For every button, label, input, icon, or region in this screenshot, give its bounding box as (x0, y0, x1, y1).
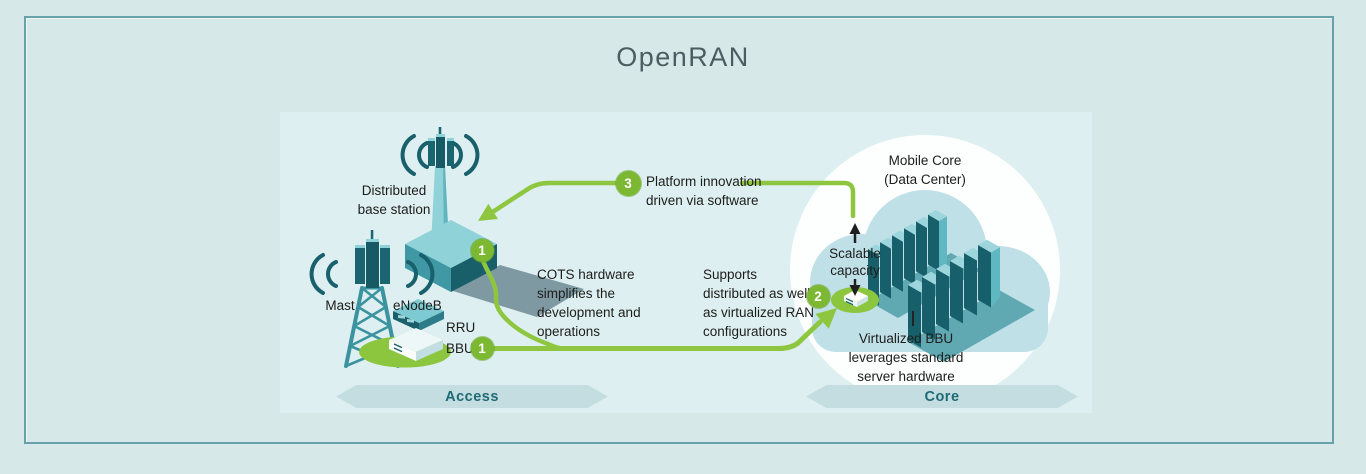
rru-label: RRU (446, 320, 476, 335)
virtual-bbu-icon (844, 290, 868, 307)
mobile-core-title: Mobile Core (888, 153, 962, 168)
mobile-core-label: Mobile Core (Data Center) (850, 151, 1000, 189)
badge-1-bbu: 1 (470, 336, 494, 360)
mast-label: Mast (325, 298, 355, 313)
callout-2-line2: distributed as well (703, 286, 811, 301)
radio-waves-left-icon (309, 253, 338, 295)
core-banner: Core (806, 385, 1078, 408)
enodeb-label: eNodeB (393, 298, 442, 313)
mobile-core-illustration (790, 135, 1060, 405)
virtualized-bbu-line2: leverages standard (848, 350, 964, 365)
callout-3-line2: driven via software (646, 193, 759, 208)
base-station-label-line1: Distributed (361, 183, 427, 198)
badge-1-base-station: 1 (470, 238, 494, 262)
rru-device (393, 299, 444, 331)
bbu-label: BBU (446, 341, 474, 356)
mobile-core-subtitle: (Data Center) (884, 172, 966, 187)
mast-illustration (309, 230, 435, 368)
bbu-device (389, 328, 443, 361)
access-banner: Access (336, 385, 608, 408)
base-station-label: Distributed base station (342, 181, 446, 219)
connector-1-to-core-bbu (490, 319, 823, 351)
access-banner-label: Access (445, 388, 499, 405)
badge-3-platform: 3 (615, 170, 641, 196)
scalable-line1: Scalable (829, 246, 881, 261)
mast-antenna-array-icon (355, 230, 390, 288)
callout-2-text: Supports distributed as well as virtuali… (703, 265, 814, 341)
connector-3-to-base-station (488, 180, 621, 216)
radio-waves-left-icon (400, 134, 429, 176)
base-station-illustration (400, 127, 584, 317)
page-title: OpenRAN (616, 42, 750, 72)
callout-2-line3: as virtualized RAN (703, 305, 815, 320)
scalable-capacity-arrows (849, 223, 861, 296)
rack-shadow-front (908, 290, 1035, 362)
core-banner-label: Core (924, 388, 960, 405)
outer-frame (24, 16, 1334, 444)
scalable-line2: capacity (830, 263, 880, 278)
base-station-shadow (453, 265, 584, 317)
server-rack-row-front (908, 239, 1000, 348)
radio-waves-right-icon (406, 253, 435, 295)
radio-waves-right-icon (451, 134, 480, 176)
virtualized-bbu-line3: server hardware (857, 369, 955, 384)
badge-2-core: 2 (806, 284, 830, 308)
callout-3-line1: Platform innovation (646, 174, 762, 189)
server-rack-row-back (868, 209, 947, 306)
callout-1-line1: COTS hardware (537, 267, 635, 282)
connector-3-to-core (739, 180, 856, 219)
green-connectors (480, 180, 856, 351)
antenna-array-icon (428, 127, 454, 168)
scalable-capacity-label: Scalable capacity (818, 245, 892, 279)
callout-1-line3: development and (537, 305, 641, 320)
arrowhead-to-base-station (478, 203, 498, 221)
base-station-label-line2: base station (357, 202, 431, 217)
arrowhead-to-core-bbu (815, 308, 837, 329)
callout-2-line1: Supports (703, 267, 758, 282)
virtualized-bbu-label: Virtualized BBU leverages standard serve… (836, 329, 976, 386)
virtualized-bbu-line1: Virtualized BBU (858, 331, 954, 346)
callout-3-text: Platform innovation driven via software (646, 172, 762, 210)
callout-1-line2: simplifies the (537, 286, 616, 301)
callout-1-text: COTS hardware simplifies the development… (537, 265, 641, 341)
callout-2-line4: configurations (703, 324, 788, 339)
callout-1-line4: operations (537, 324, 601, 339)
